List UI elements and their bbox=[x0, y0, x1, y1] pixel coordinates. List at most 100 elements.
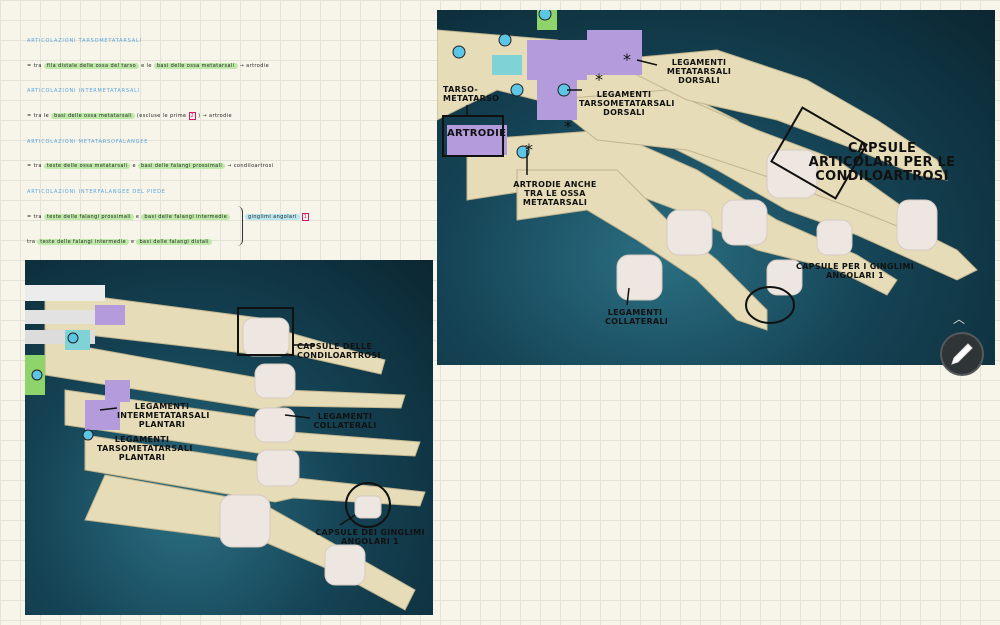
number-box: 2 bbox=[188, 112, 197, 120]
text: e bbox=[132, 163, 136, 169]
marker bbox=[31, 369, 43, 381]
marker bbox=[516, 145, 530, 159]
capsule bbox=[254, 407, 296, 443]
highlight: teste delle ossa metatarsali bbox=[43, 163, 131, 169]
capsule bbox=[816, 219, 853, 256]
ligament bbox=[105, 380, 130, 402]
capsule bbox=[256, 449, 300, 487]
foot-dorsal-image: * * * * Tarso- metatarso Artrodie Artrod… bbox=[437, 10, 995, 365]
note-line-4: = tra teste delle falangi prossimali e b… bbox=[27, 214, 231, 220]
marker bbox=[510, 83, 524, 97]
ligament bbox=[537, 80, 577, 120]
label-legamenti-intermetatarsali: Legamenti intermetatarsali plantari bbox=[117, 402, 210, 429]
capsule bbox=[324, 544, 366, 586]
ligament bbox=[95, 305, 125, 325]
asterisk-mark: * bbox=[623, 50, 631, 69]
capsule bbox=[721, 199, 768, 246]
capsule bbox=[254, 363, 296, 399]
label-legamenti-collaterali: Legamenti collaterali bbox=[313, 412, 377, 430]
highlight: basi delle falangi prossimali bbox=[137, 163, 226, 169]
text: = tra bbox=[27, 214, 42, 220]
foot-illustration bbox=[25, 285, 426, 611]
marker bbox=[538, 10, 552, 21]
label-capsule-condiloartrosi: Capsule delle condiloartrosi bbox=[297, 342, 381, 360]
highlight: teste delle falangi prossimali bbox=[43, 214, 134, 220]
capsule bbox=[666, 209, 713, 256]
text: e bbox=[135, 214, 140, 220]
note-line-3: = tra teste delle ossa metatarsali e bas… bbox=[27, 163, 273, 169]
ligament bbox=[492, 55, 522, 75]
note-side: ginglimi angolari 1 bbox=[245, 213, 310, 221]
text: e le bbox=[141, 63, 152, 69]
text: = tra le bbox=[27, 113, 50, 119]
asterisk-mark: * bbox=[525, 140, 533, 159]
bone bbox=[516, 169, 768, 331]
marker bbox=[82, 429, 94, 441]
text: = tra bbox=[27, 163, 42, 169]
asterisk-mark: * bbox=[595, 70, 603, 89]
number-box: 1 bbox=[301, 213, 310, 221]
pencil-tool-button[interactable] bbox=[940, 332, 984, 376]
annotation-arrow bbox=[636, 59, 658, 66]
asterisk-mark: * bbox=[564, 117, 572, 136]
highlight: ginglimi angolari bbox=[245, 214, 300, 220]
highlight: fila distale delle ossa del tarso bbox=[43, 63, 140, 69]
foot-plantar-image: Capsule delle condiloartrosi Legamenti i… bbox=[25, 260, 433, 615]
highlight: teste delle falangi intermedie bbox=[37, 239, 129, 245]
heading-tarsometatarsali: Articolazioni tarsometatarsali bbox=[27, 38, 142, 44]
tendon bbox=[25, 285, 105, 301]
label-legamenti-metatarsali-dorsali: Legamenti metatarsali dorsali bbox=[666, 58, 732, 85]
annotation-arrow bbox=[99, 407, 118, 411]
text: → artrodie bbox=[239, 63, 270, 69]
highlight: basi delle ossa metatarsali bbox=[153, 63, 238, 69]
marker bbox=[452, 45, 466, 59]
label-artrodie: Artrodie bbox=[447, 128, 507, 139]
capsule bbox=[242, 317, 290, 357]
highlight: basi delle ossa metatarsali bbox=[51, 113, 135, 119]
label-legamenti-collaterali: Legamenti collaterali bbox=[605, 308, 669, 326]
marker bbox=[67, 332, 79, 344]
note-line-5: tra teste delle falangi intermedie e bas… bbox=[27, 239, 212, 245]
ligament bbox=[587, 30, 642, 75]
label-tarso-metatarso: Tarso- metatarso bbox=[443, 85, 500, 103]
heading-metatarsofalangee: Articolazioni metatarsofalangee bbox=[27, 139, 149, 145]
annotation-circle bbox=[745, 286, 795, 324]
text: e bbox=[131, 239, 135, 245]
ligament bbox=[85, 400, 120, 430]
capsule bbox=[896, 199, 938, 251]
tendon bbox=[25, 310, 115, 324]
label-artrodie-anche: Artrodie anche tra le ossa metatarsali bbox=[513, 180, 597, 207]
label-legamenti-tarsometatarsali: Legamenti tarsometatarsali plantari bbox=[97, 435, 193, 462]
text: ) → artrodie bbox=[198, 113, 232, 119]
heading-interfalangee: Articolazioni interfalangee del piede bbox=[27, 189, 166, 195]
bone bbox=[605, 49, 948, 181]
chevron-up-icon[interactable]: ︿ bbox=[953, 312, 966, 326]
label-capsule-ginglimi: Capsule per i ginglimi angolari 1 bbox=[796, 262, 914, 280]
annotation-box bbox=[237, 307, 294, 356]
text: (escluse le prime bbox=[136, 113, 187, 119]
highlight: basi delle falangi intermedie bbox=[141, 214, 231, 220]
annotation-arrow bbox=[626, 287, 630, 306]
annotation-arrow bbox=[284, 414, 311, 419]
annotation-box bbox=[442, 115, 504, 157]
label-capsule-articolari: Capsule articolari per le condiloartrosi bbox=[808, 141, 956, 184]
brace bbox=[236, 206, 243, 246]
marker bbox=[498, 33, 512, 47]
heading-intermetatarsali: Articolazioni intermetatarsali bbox=[27, 88, 141, 94]
text: tra bbox=[27, 239, 36, 245]
capsule bbox=[354, 495, 382, 519]
label-capsule-ginglimi: Capsule dei ginglimi angolari 1 bbox=[315, 528, 425, 546]
text: → condiloartrosi bbox=[227, 163, 274, 169]
highlight: basi delle falangi distali bbox=[136, 239, 212, 245]
note-line-1: = tra fila distale delle ossa del tarso … bbox=[27, 63, 269, 69]
capsule bbox=[219, 494, 271, 548]
text: = tra bbox=[27, 63, 42, 69]
note-line-2: = tra le basi delle ossa metatarsali (es… bbox=[27, 112, 232, 120]
ligament bbox=[527, 40, 587, 80]
ligament bbox=[447, 125, 507, 155]
pencil-icon bbox=[951, 343, 973, 365]
annotation-box bbox=[770, 106, 868, 200]
capsule bbox=[766, 259, 803, 296]
foot-illustration: * * * * bbox=[437, 10, 978, 331]
capsule bbox=[616, 254, 663, 301]
